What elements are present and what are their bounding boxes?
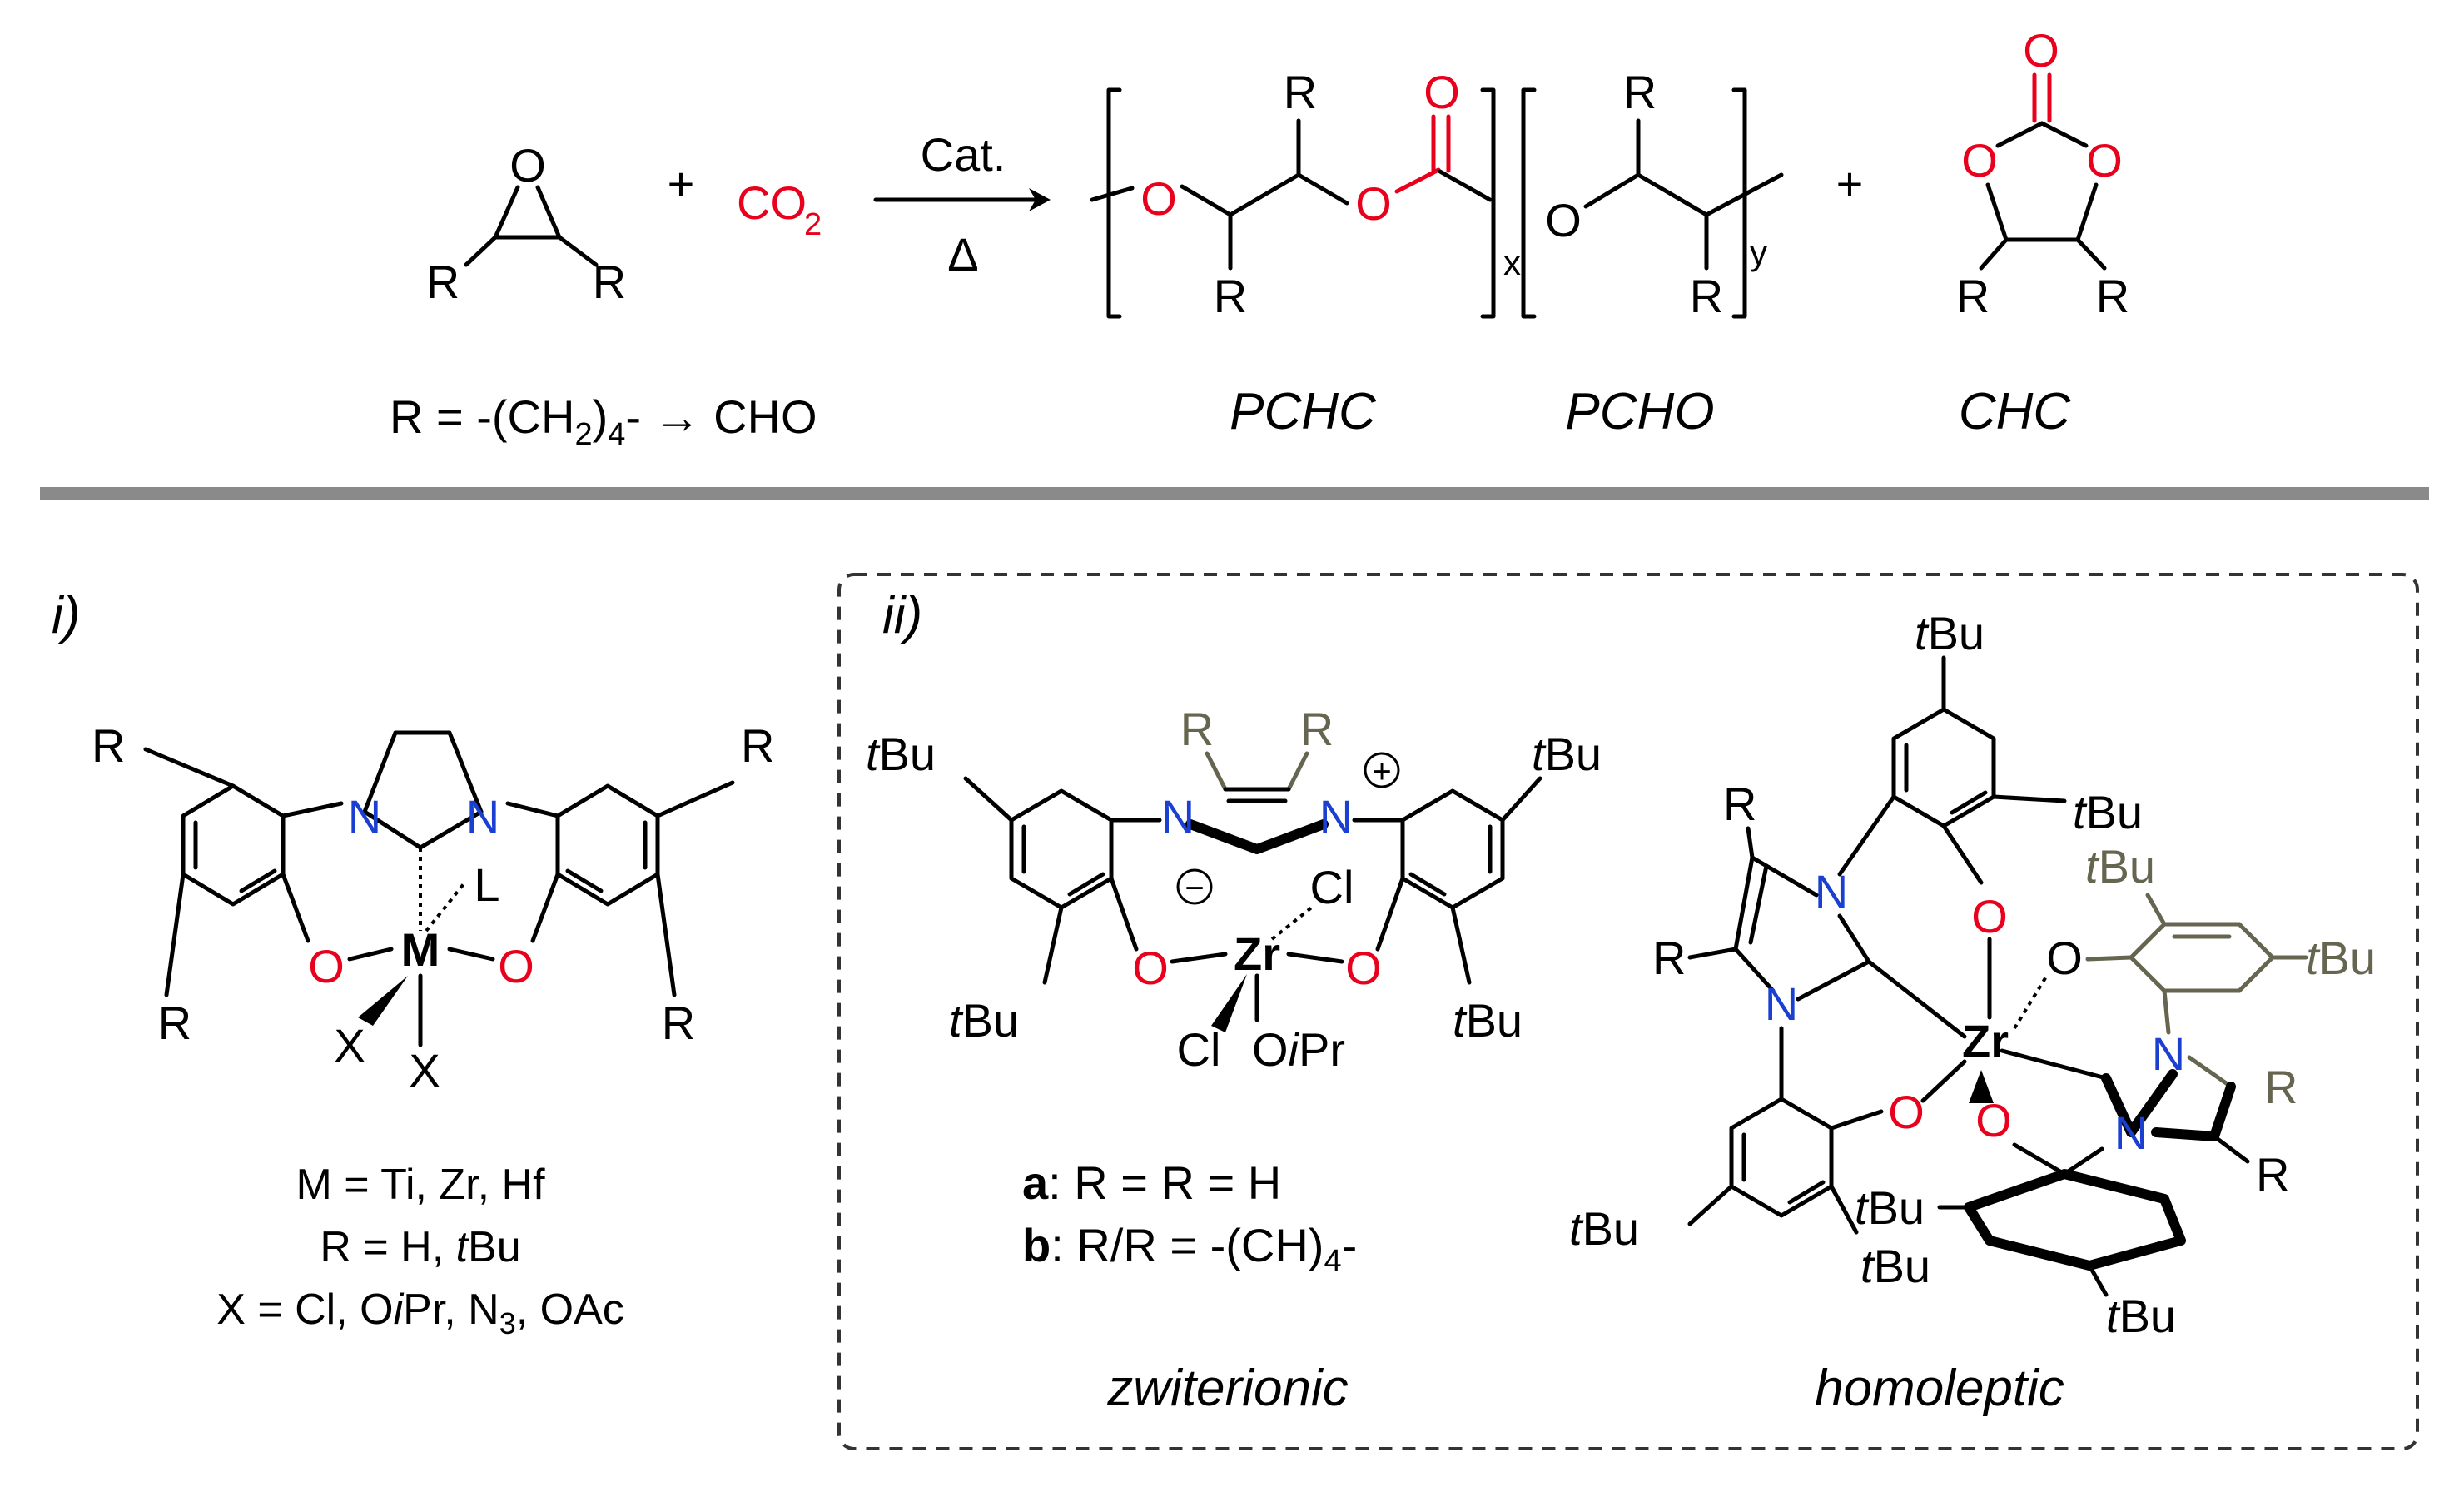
homo-n-upper: N: [1815, 865, 1848, 918]
carbon-dioxide: CO 2: [737, 177, 822, 242]
zw-n-right: N: [1319, 790, 1353, 843]
zw-o-left: O: [1132, 942, 1169, 994]
zw-tbu-bottom-right: tBu: [1453, 994, 1523, 1047]
panel-i-r-bottom-right: R: [662, 997, 695, 1049]
zwitterionic-complex: R R N N + − Zr Cl Cl OiPr: [866, 703, 1602, 1076]
co2-base: CO: [737, 177, 807, 229]
catalyst-label: Cat.: [921, 128, 1006, 181]
chc-r-right: R: [2096, 270, 2129, 322]
panel-i-metal: M: [401, 923, 440, 976]
panel-i-x-left: X: [334, 1019, 365, 1072]
panel-i-ligand-l: L: [474, 858, 499, 911]
chc-ring-oxygen-left: O: [1961, 134, 1998, 186]
panel-i-r-bottom-left: R: [158, 997, 191, 1049]
homo-o-top: O: [1971, 890, 2008, 942]
homoleptic-caption: homoleptic: [1815, 1360, 2064, 1417]
homo-zirconium: Zr: [1962, 1015, 2009, 1067]
zw-tbu-bottom-left: tBu: [949, 994, 1019, 1047]
homo-tbu-front-left: tBu: [1855, 1181, 1925, 1234]
panel-ii-label: ii): [882, 587, 922, 644]
homo-n-lower: N: [1765, 977, 1798, 1030]
pcho-oxygen: O: [1545, 194, 1582, 246]
zw-zirconium: Zr: [1234, 928, 1280, 980]
homoleptic-complex: Zr tBu tBu O N N R R: [1569, 607, 2376, 1342]
zw-cl-bottom: Cl: [1177, 1023, 1221, 1076]
homo-n-right-upper: N: [2152, 1027, 2185, 1080]
zw-minus-charge: −: [1185, 870, 1204, 907]
pchc-oxygen-2: O: [1355, 177, 1392, 230]
pchc-label: PCHC: [1230, 383, 1377, 440]
panel-i-n-left: N: [348, 790, 381, 843]
polyether-pcho-unit: O R R y: [1521, 66, 1784, 322]
pchc-oxygen-1: O: [1140, 172, 1177, 225]
panel-i-metal-list: M = Ti, Zr, Hf: [296, 1161, 545, 1209]
panel-i: i) N N L M R R O R R O: [52, 587, 774, 1340]
homo-r-lower: R: [1652, 932, 1686, 984]
homo-r-olive: R: [2264, 1061, 2298, 1113]
co2-subscript: 2: [804, 207, 822, 242]
epoxide-oxygen: O: [509, 139, 546, 191]
panel-i-o-left: O: [308, 940, 345, 992]
r-definition: R = -(CH2)4- → CHO: [390, 390, 817, 452]
section-divider: [40, 487, 2429, 500]
chc-ring-oxygen-right: O: [2086, 134, 2123, 186]
variant-b: b: R/R = -(CH)4-: [1022, 1219, 1357, 1279]
repeat-x: x: [1503, 243, 1521, 282]
homo-tbu-front-bottom: tBu: [2106, 1290, 2176, 1342]
panel-i-r-top-right: R: [741, 719, 774, 772]
pcho-label: PCHO: [1565, 383, 1714, 440]
zw-r-right: R: [1300, 703, 1334, 755]
pcho-r-bottom: R: [1690, 270, 1723, 322]
homo-tbu-bottom-left: tBu: [1569, 1202, 1639, 1255]
homo-tbu-top: tBu: [1915, 607, 1985, 659]
zw-o-right: O: [1345, 942, 1382, 994]
homo-n-right-lower: N: [2114, 1107, 2148, 1159]
homo-tbu-bottom-middle: tBu: [1860, 1240, 1930, 1292]
heat-symbol: Δ: [947, 228, 978, 281]
zw-plus-charge: +: [1372, 753, 1391, 790]
panel-i-x-bottom: X: [409, 1044, 440, 1097]
variant-a: a: R = R = H: [1022, 1156, 1281, 1209]
zw-cl-top: Cl: [1310, 861, 1354, 913]
homo-o-left: O: [1888, 1086, 1925, 1138]
panel-ii: ii) R R N N + − Zr Cl Cl OiPr: [866, 587, 2376, 1417]
panel-i-r-list: R = H, tBu: [320, 1223, 520, 1271]
panel-i-r-top-left: R: [92, 719, 125, 772]
r-right: R: [593, 256, 626, 308]
homo-tbu-upper-right: tBu: [2073, 786, 2143, 838]
chc-carbonyl-oxygen: O: [2023, 24, 2059, 77]
repeat-y: y: [1750, 233, 1767, 272]
zw-r-left: R: [1180, 703, 1214, 755]
pcho-r-top: R: [1623, 66, 1657, 118]
panel-i-o-right: O: [498, 940, 534, 992]
plus-sign-2: +: [1836, 157, 1864, 210]
homo-o-front: O: [1975, 1094, 2012, 1146]
zw-tbu-top-right: tBu: [1532, 728, 1602, 780]
panel-ii-frame: [837, 573, 2419, 1450]
zw-oipr: OiPr: [1252, 1023, 1345, 1076]
cyclic-carbonate-chc: O O O R R: [1956, 24, 2129, 322]
pchc-carbonyl-oxygen: O: [1423, 66, 1460, 118]
panel-i-label: i): [52, 587, 80, 644]
homo-tbu-olive-top: tBu: [2085, 840, 2155, 893]
reaction-arrow: Cat. Δ: [873, 128, 1051, 281]
panel-i-x-list: X = Cl, OiPr, N3, OAc: [216, 1286, 624, 1340]
plus-sign-1: +: [668, 157, 695, 210]
chc-label: CHC: [1959, 383, 2072, 440]
zw-n-left: N: [1161, 790, 1195, 843]
pchc-r-bottom: R: [1214, 270, 1247, 322]
r-left: R: [426, 256, 460, 308]
zw-tbu-top-left: tBu: [866, 728, 936, 780]
homo-o-back: O: [2046, 932, 2083, 984]
panel-i-n-right: N: [466, 790, 499, 843]
polycarbonate-pchc-unit: O R R O O x: [1090, 66, 1521, 322]
homo-r-lower-right: R: [2256, 1148, 2289, 1201]
homo-tbu-olive-right: tBu: [2306, 932, 2376, 984]
chc-r-left: R: [1956, 270, 1990, 322]
epoxide: O R R: [426, 139, 626, 308]
pchc-r-top: R: [1284, 66, 1317, 118]
zwitterionic-caption: zwiterionic: [1106, 1360, 1348, 1417]
homo-r-upper: R: [1723, 778, 1756, 830]
